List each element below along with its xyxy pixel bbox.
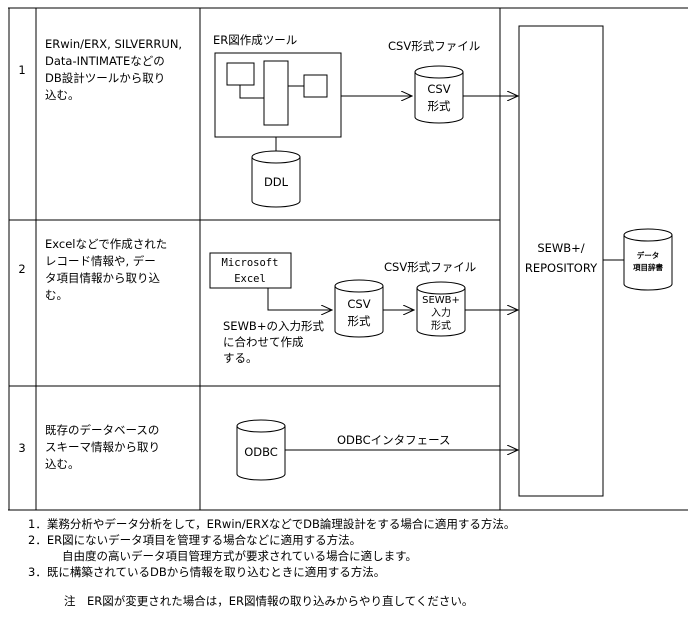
csv-file-cylinder-1	[414, 65, 464, 124]
er-tool-label: ER図作成ツール	[213, 33, 297, 47]
csv-file-label-1: CSV形式ファイル	[388, 39, 480, 53]
sewb-repository-box	[518, 25, 604, 497]
row-2-number: 2	[18, 262, 25, 276]
sewb-input-label: 入力	[431, 306, 451, 319]
footnote-3: 3．既に構築されているDBから情報を取り込むときに適用する方法。	[28, 565, 386, 579]
odbc-interface-label: ODBCインタフェース	[337, 433, 451, 447]
repository-label: REPOSITORY	[525, 261, 598, 275]
sewb-input-label: 形式	[431, 319, 451, 332]
excel-label-line: Microsoft	[222, 257, 279, 269]
csv-label-2: CSV	[347, 297, 370, 311]
row-2-desc-line: む。	[45, 288, 68, 302]
footnote-2: 2．ER図にないデータ項目を管理する場合などに適用する方法。	[28, 533, 362, 547]
row-2-desc-line: レコード情報や, デー	[45, 254, 156, 268]
ddl-cylinder	[251, 150, 301, 208]
dictionary-label: データ	[637, 250, 660, 260]
row-3-number: 3	[18, 441, 25, 455]
row-1-number: 1	[18, 63, 25, 77]
footnotes: 1．業務分析やデータ分析をして，ERwin/ERXなどでDB論理設計をする場合に…	[28, 516, 688, 609]
repository-label: SEWB+/	[537, 241, 584, 255]
csv-label-1: CSV	[427, 82, 450, 96]
footnote-1: 1．業務分析やデータ分析をして，ERwin/ERXなどでDB論理設計をする場合に…	[28, 517, 516, 531]
row-2-desc-line: Excelなどで作成された	[45, 237, 167, 251]
row-2-note-line: する。	[223, 351, 258, 365]
row-3-desc-line: スキーマ情報から取り	[45, 440, 160, 454]
row-2-note-line: SEWB+の入力形式	[223, 319, 324, 333]
table-frame	[8, 7, 688, 511]
row-1-desc-line: ERwin/ERX, SILVERRUN,	[45, 37, 182, 51]
row-3-desc-line: 既存のデータベースの	[45, 423, 159, 437]
csv-file-cylinder-2	[334, 279, 384, 338]
row-1-desc-line: 込む。	[45, 88, 80, 102]
data-dictionary-cylinder	[623, 228, 673, 291]
csv-file-label-2: CSV形式ファイル	[384, 260, 476, 274]
row-1-description: ERwin/ERX, SILVERRUN, Data-INTIMATEなどの D…	[45, 37, 182, 102]
arrow-excel-to-csv	[267, 288, 332, 310]
row-1-desc-line: Data-INTIMATEなどの	[45, 54, 165, 68]
sewb-input-cylinder	[416, 281, 466, 337]
csv-format-label-1: 形式	[428, 99, 451, 113]
row-2-desc-line: タ項目情報から取り込	[45, 271, 160, 285]
odbc-cylinder	[236, 419, 286, 481]
row-1-desc-line: DB設計ツールから取り	[45, 71, 165, 85]
microsoft-excel-box	[209, 252, 292, 289]
footnote-2-continued: 自由度の高いデータ項目管理方式が要求されている場合に適します。	[62, 549, 418, 563]
row-2-description: Excelなどで作成された レコード情報や, デー タ項目情報から取り込 む。	[45, 237, 167, 302]
er-diagram-tool-box	[214, 52, 342, 138]
sewb-input-label: SEWB+	[422, 295, 460, 306]
ddl-label: DDL	[264, 175, 289, 189]
row-3-desc-line: 込む。	[45, 457, 80, 471]
dictionary-label: 項目辞書	[633, 262, 663, 272]
row-3-description: 既存のデータベースの スキーマ情報から取り 込む。	[45, 423, 160, 471]
excel-label-line: Excel	[234, 273, 266, 285]
odbc-label: ODBC	[244, 445, 278, 459]
footnote-note: 注 ER図が変更された場合は，ER図情報の取り込みからやり直してください。	[64, 594, 474, 608]
row-2-note-line: に合わせて作成	[223, 335, 304, 349]
csv-format-label-2: 形式	[348, 314, 371, 328]
